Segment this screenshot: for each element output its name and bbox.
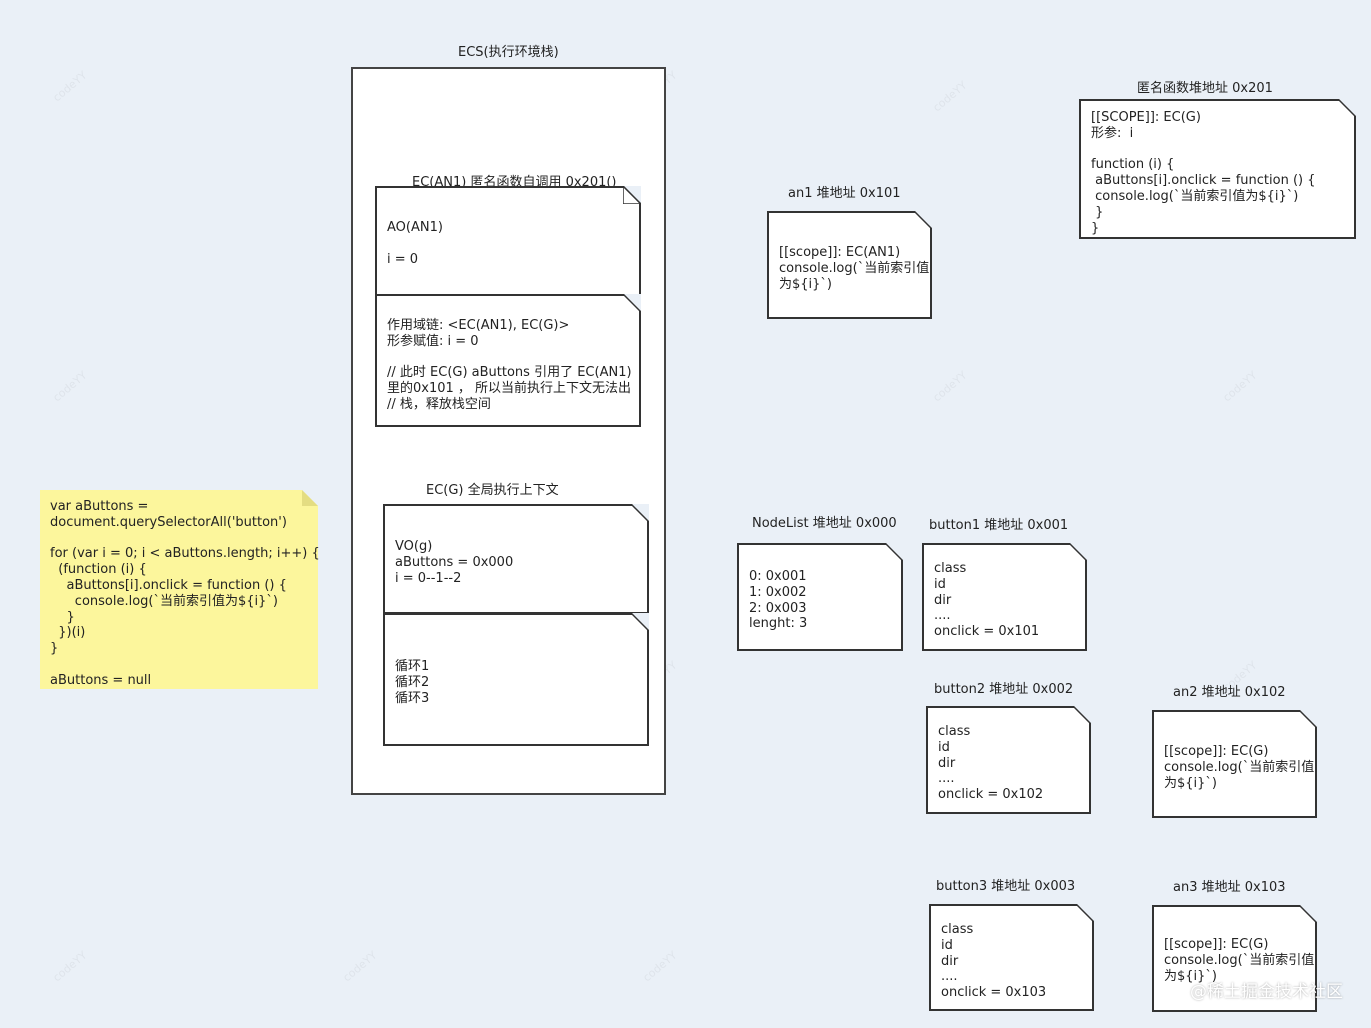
button3-title: button3 堆地址 0x003 [936,879,1076,894]
button1-text: class id dir .... onclick = 0x101 [934,561,1040,640]
watermark: codeYY [340,948,380,985]
nodelist-title: NodeList 堆地址 0x000 [752,516,897,531]
note-fold-icon [623,294,641,312]
note-fold-icon [914,211,932,229]
code-sticky-note[interactable]: var aButtons = document.querySelectorAll… [40,490,320,689]
ao-an1-text: AO(AN1) i = 0 [387,220,443,267]
ao-an1-note[interactable]: AO(AN1) i = 0 [375,186,641,296]
scope-chain-note[interactable]: 作用域链: <EC(AN1), EC(G)> 形参赋值: i = 0 // 此时… [375,294,641,427]
note-fold-icon [885,543,903,561]
an1-text: [[scope]]: EC(AN1) console.log(`当前索引值 为$… [779,245,930,292]
button2-note[interactable]: class id dir .... onclick = 0x102 [926,706,1091,814]
watermark: codeYY [1220,368,1260,405]
note-fold-icon [1076,904,1094,922]
anon-fn-text: [[SCOPE]]: EC(G) 形参: i function (i) { aB… [1091,110,1316,236]
button1-title: button1 堆地址 0x001 [929,518,1069,533]
vo-g-note[interactable]: VO(g) aButtons = 0x000 i = 0--1--2 [383,504,649,614]
an1-title: an1 堆地址 0x101 [788,186,901,201]
watermark: codeYY [50,68,90,105]
an3-note[interactable]: [[scope]]: EC(G) console.log(`当前索引值 为${i… [1152,905,1317,1012]
code-text: var aButtons = document.querySelectorAll… [50,499,320,688]
scope-chain-text: 作用域链: <EC(AN1), EC(G)> 形参赋值: i = 0 // 此时… [387,318,632,412]
button1-note[interactable]: class id dir .... onclick = 0x101 [922,543,1087,651]
button2-title: button2 堆地址 0x002 [934,682,1074,697]
note-fold-icon [1069,543,1087,561]
nodelist-text: 0: 0x001 1: 0x002 2: 0x003 lenght: 3 [749,569,808,632]
watermark: codeYY [50,368,90,405]
an2-title: an2 堆地址 0x102 [1173,685,1286,700]
anon-fn-note[interactable]: [[SCOPE]]: EC(G) 形参: i function (i) { aB… [1079,99,1356,239]
note-fold-icon [1073,706,1091,724]
button2-text: class id dir .... onclick = 0x102 [938,724,1044,803]
ec-g-title: EC(G) 全局执行上下文 [426,483,559,498]
watermark: codeYY [930,368,970,405]
watermark: codeYY [640,948,680,985]
note-fold-icon [1299,905,1317,923]
loops-note[interactable]: 循环1 循环2 循环3 [383,613,649,746]
an1-note[interactable]: [[scope]]: EC(AN1) console.log(`当前索引值 为$… [767,211,932,319]
an3-title: an3 堆地址 0x103 [1173,880,1286,895]
note-fold-icon [623,186,641,204]
ecs-title: ECS(执行环境栈) [458,45,559,60]
anon-fn-title: 匿名函数堆地址 0x201 [1137,81,1273,96]
loops-text: 循环1 循环2 循环3 [395,659,430,706]
watermark: codeYY [50,948,90,985]
note-fold-icon [1299,710,1317,728]
watermark: codeYY [930,78,970,115]
an2-text: [[scope]]: EC(G) console.log(`当前索引值 为${i… [1164,744,1315,791]
note-fold-icon [631,504,649,522]
note-fold-icon [1338,99,1356,117]
note-fold-icon [631,613,649,631]
vo-g-text: VO(g) aButtons = 0x000 i = 0--1--2 [395,539,514,586]
nodelist-note[interactable]: 0: 0x001 1: 0x002 2: 0x003 lenght: 3 [737,543,903,651]
an3-text: [[scope]]: EC(G) console.log(`当前索引值 为${i… [1164,937,1315,984]
note-fold-icon [302,490,318,506]
an2-note[interactable]: [[scope]]: EC(G) console.log(`当前索引值 为${i… [1152,710,1317,818]
button3-text: class id dir .... onclick = 0x103 [941,922,1047,1001]
button3-note[interactable]: class id dir .... onclick = 0x103 [929,904,1094,1011]
footer-credit: @稀土掘金技术社区 [1190,982,1343,1002]
